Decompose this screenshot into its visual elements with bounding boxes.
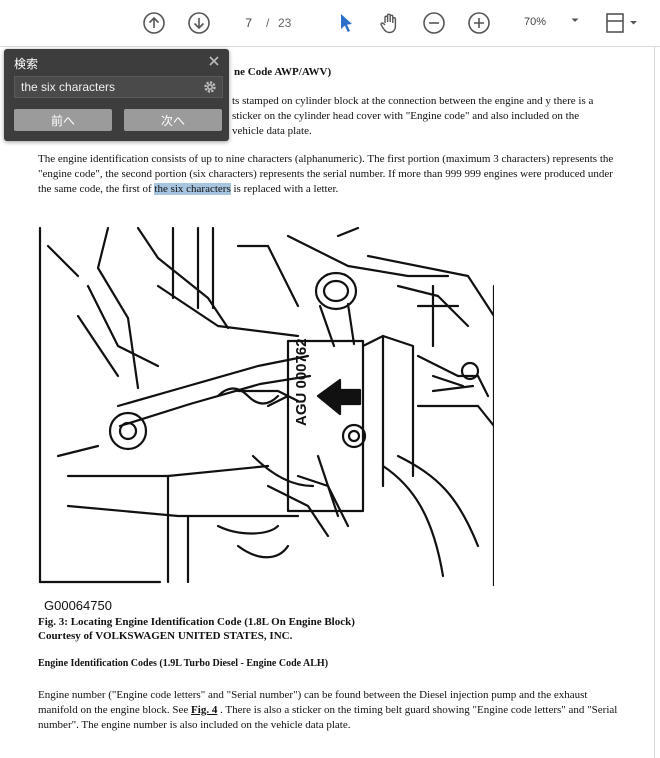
section-heading-alh: Engine Identification Codes (1.9L Turbo … — [38, 658, 329, 669]
previous-page-button[interactable] — [141, 10, 167, 36]
hand-icon — [380, 13, 397, 34]
search-previous-button[interactable]: 前へ — [14, 109, 112, 131]
search-title: 検索 — [14, 57, 39, 71]
paragraph-engine-location: ts stamped on cylinder block at the conn… — [232, 95, 594, 137]
hand-tool-button[interactable] — [376, 10, 402, 36]
search-next-button[interactable]: 次へ — [124, 109, 222, 131]
zoom-in-icon — [468, 12, 490, 34]
next-page-button[interactable] — [186, 10, 212, 36]
gear-icon[interactable] — [202, 79, 218, 95]
zoom-out-button[interactable] — [421, 10, 447, 36]
paragraph-text: Engine number ("Engine code letters" and… — [38, 689, 588, 716]
paragraph-text-end: is replaced with a letter. — [230, 183, 339, 195]
arrow-down-circle-icon — [188, 12, 210, 34]
search-panel: 検索 前へ 次へ — [4, 49, 229, 141]
page-total: 23 — [278, 16, 292, 30]
paragraph-text: The engine identification consists of up… — [38, 153, 614, 195]
zoom-in-button[interactable] — [466, 10, 492, 36]
engine-block-drawing: AGU 000762 — [38, 226, 496, 588]
search-input[interactable] — [14, 76, 223, 98]
pdf-toolbar: 7 / 23 70% — [0, 0, 660, 47]
engine-figure: AGU 000762 — [38, 226, 496, 588]
fit-page-button[interactable] — [604, 10, 640, 36]
select-tool-button[interactable] — [333, 10, 359, 36]
figure-caption: Fig. 3: Locating Engine Identification C… — [38, 616, 355, 628]
figure-link[interactable]: Fig. 4 — [191, 704, 218, 716]
select-cursor-icon — [341, 14, 352, 32]
section-heading: ne Code AWP/AWV) — [234, 66, 332, 78]
arrow-up-circle-icon — [143, 12, 165, 34]
search-highlight: the six characters — [154, 183, 231, 195]
fit-page-icon — [606, 13, 637, 33]
page-edge — [654, 47, 655, 758]
page-number-input[interactable]: 7 — [245, 16, 252, 30]
zoom-out-icon — [423, 12, 445, 34]
zoom-level-select[interactable]: 70% — [524, 16, 547, 28]
paragraph-engine-identification: The engine identification consists of up… — [38, 152, 623, 197]
chevron-down-icon[interactable] — [570, 15, 580, 25]
engine-code-label: AGU 000762 — [293, 338, 310, 426]
paragraph-text-end: . There is also a sticker on the timing … — [38, 704, 618, 731]
figure-id: G00064750 — [44, 598, 112, 613]
close-icon[interactable] — [208, 55, 220, 67]
paragraph-engine-number: Engine number ("Engine code letters" and… — [38, 688, 623, 733]
page-separator: / — [266, 16, 270, 30]
figure-courtesy: Courtesy of VOLKSWAGEN UNITED STATES, IN… — [38, 630, 293, 642]
